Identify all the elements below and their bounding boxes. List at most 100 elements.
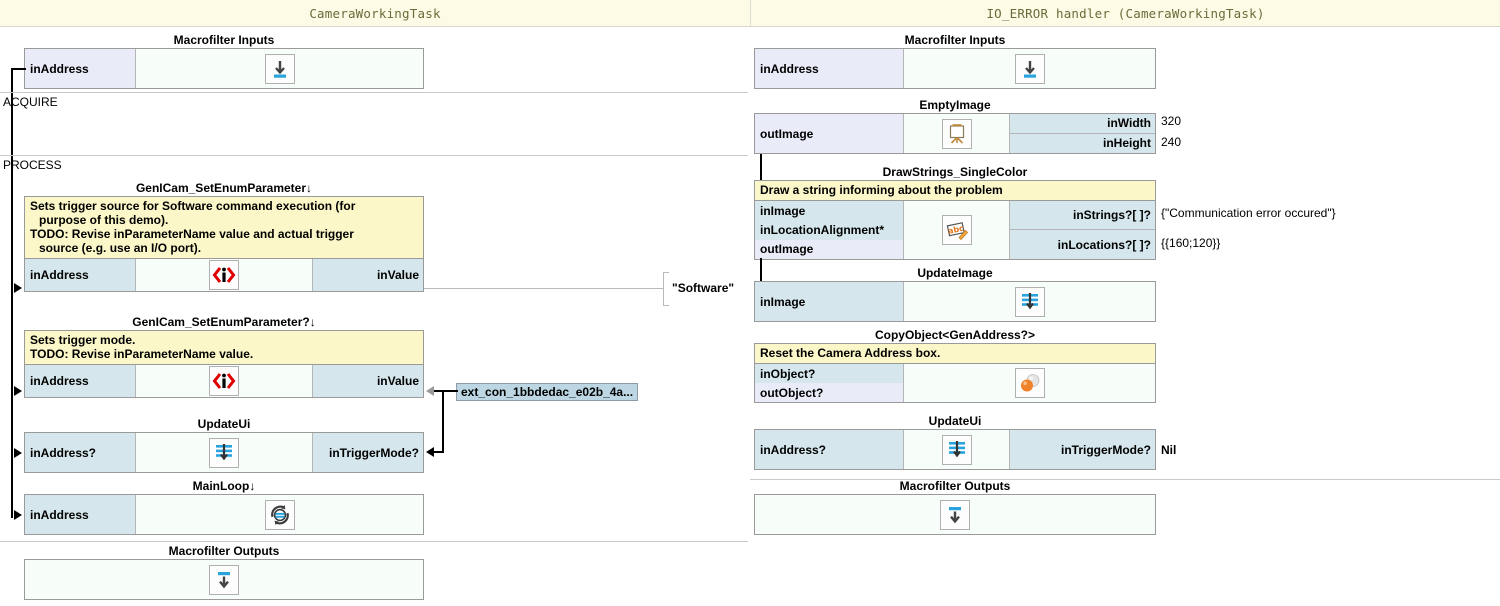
right-macrofilter-input-port-inaddress[interactable]: inAddress xyxy=(755,49,903,88)
panel-right-title: IO_ERROR handler (CameraWorkingTask) xyxy=(986,5,1265,21)
macrofilter-input-icon xyxy=(1014,53,1045,84)
macrofilter-output-icon xyxy=(940,499,970,530)
right-block-drawstrings-title: DrawStrings_SingleColor xyxy=(882,165,1028,179)
arrow-into-block-2 xyxy=(14,386,22,396)
left-block-1-port-invalue[interactable]: inValue xyxy=(313,259,423,291)
right-block-emptyimage[interactable]: EmptyImage outImage inWidth inHeight xyxy=(754,98,1156,154)
right-block-emptyimage-title: EmptyImage xyxy=(919,98,991,112)
right-macrofilter-inputs-block[interactable]: Macrofilter Inputs inAddress xyxy=(754,33,1156,89)
easel-icon xyxy=(941,118,972,149)
right-copyobject-port-outobject[interactable]: outObject? xyxy=(755,383,903,402)
right-updateui-port-intriggermode[interactable]: inTriggerMode? xyxy=(1010,430,1155,469)
right-block-updateui-title: UpdateUi xyxy=(928,414,982,428)
left-macrofilter-inputs-block[interactable]: Macrofilter Inputs inAddress xyxy=(24,33,424,89)
left-spine-stub-inputs xyxy=(11,68,26,70)
divider-outputs xyxy=(0,541,748,542)
right-drawstrings-value-instrings: {"Communication error occured"} xyxy=(1161,206,1336,220)
right-emptyimage-value-inwidth: 320 xyxy=(1161,114,1182,128)
update-image-icon xyxy=(1014,286,1045,317)
left-block-1-comment: Sets trigger source for Software command… xyxy=(24,196,424,258)
right-spine-draw-to-update xyxy=(760,258,762,286)
left-block-genicam-setenumparameter-1[interactable]: GenICam_SetEnumParameter↓ Sets trigger s… xyxy=(24,181,424,292)
macrofilter-panel-io-error-handler: IO_ERROR handler (CameraWorkingTask) Mac… xyxy=(750,0,1500,606)
left-macrofilter-outputs-block[interactable]: Macrofilter Outputs xyxy=(24,544,424,600)
genicam-enum-icon xyxy=(209,366,239,396)
update-ui-icon xyxy=(209,437,239,468)
left-block-2-port-inaddress[interactable]: inAddress xyxy=(25,365,135,397)
left-block-3-title: UpdateUi xyxy=(197,417,251,431)
right-drawstrings-port-instrings[interactable]: inStrings?[ ]? xyxy=(1010,201,1155,230)
expander-down-icon[interactable]: ↓ xyxy=(249,479,256,493)
right-block-copyobject[interactable]: CopyObject<GenAddress?> Reset the Camera… xyxy=(754,328,1156,403)
left-block-genicam-setenumparameter-2[interactable]: GenICam_SetEnumParameter?↓ Sets trigger … xyxy=(24,315,424,398)
genicam-enum-icon xyxy=(209,260,239,290)
left-block-2-title: GenICam_SetEnumParameter?↓ xyxy=(132,315,316,329)
macrofilter-output-icon xyxy=(209,564,239,595)
panel-left-title: CameraWorkingTask xyxy=(309,5,441,21)
right-block-updateimage-title: UpdateImage xyxy=(917,266,993,280)
right-emptyimage-port-inheight[interactable]: inHeight xyxy=(1010,133,1155,153)
left-block-1-port-inaddress[interactable]: inAddress xyxy=(25,259,135,291)
section-label-acquire: ACQUIRE xyxy=(3,95,58,109)
right-copyobject-comment: Reset the Camera Address box. xyxy=(754,343,1156,363)
panel-left-titlebar: CameraWorkingTask xyxy=(0,0,750,27)
right-block-updateui[interactable]: UpdateUi inAddress? inTriggerMode? xyxy=(754,414,1156,470)
left-block-updateui[interactable]: UpdateUi inAddress? inTriggerMode? xyxy=(24,417,424,473)
literal-software: "Software" xyxy=(672,281,735,295)
draw-text-icon: abc xyxy=(941,215,972,245)
main-loop-icon xyxy=(264,499,295,530)
arrow-into-block-3 xyxy=(14,448,22,458)
right-copyobject-port-inobject[interactable]: inObject? xyxy=(755,364,903,383)
left-block-3-port-intriggermode[interactable]: inTriggerMode? xyxy=(313,433,423,472)
left-block-2-port-invalue[interactable]: inValue xyxy=(313,365,423,397)
left-block-2-comment: Sets trigger mode. TODO: Revise inParame… xyxy=(24,330,424,364)
right-spine-empty-to-draw xyxy=(760,154,762,192)
right-emptyimage-port-inwidth[interactable]: inWidth xyxy=(1010,114,1155,134)
arrow-into-block-1 xyxy=(14,283,22,293)
right-divider-outputs xyxy=(750,479,1500,480)
right-macrofilter-outputs-title: Macrofilter Outputs xyxy=(899,479,1011,493)
arrow-into-intriggermode xyxy=(426,447,434,457)
right-drawstrings-port-inlocations[interactable]: inLocations?[ ]? xyxy=(1010,230,1155,259)
wire-software-literal xyxy=(424,288,664,289)
right-drawstrings-port-inlocationalignment[interactable]: inLocationAlignment* xyxy=(755,220,903,240)
wire-bracket xyxy=(663,272,669,306)
panel-right-titlebar: IO_ERROR handler (CameraWorkingTask) xyxy=(750,0,1500,27)
svg-text:abc: abc xyxy=(947,224,965,236)
right-block-drawstrings[interactable]: DrawStrings_SingleColor Draw a string in… xyxy=(754,165,1156,260)
left-macrofilter-inputs-title: Macrofilter Inputs xyxy=(173,33,275,47)
arrow-invalue-block-2 xyxy=(426,386,434,396)
macrofilter-panel-camera-working-task: CameraWorkingTask Macrofilter Inputs inA… xyxy=(0,0,750,600)
left-macrofilter-input-port-inaddress[interactable]: inAddress xyxy=(25,49,135,88)
right-block-copyobject-title: CopyObject<GenAddress?> xyxy=(874,328,1036,342)
update-ui-icon xyxy=(941,434,972,465)
section-label-process: PROCESS xyxy=(3,158,62,172)
right-drawstrings-port-outimage[interactable]: outImage xyxy=(755,239,903,259)
external-connector-label[interactable]: ext_con_1bbdedac_e02b_4a... xyxy=(456,383,639,401)
right-drawstrings-value-inlocations: {{160;120}} xyxy=(1161,236,1221,250)
right-drawstrings-port-inimage[interactable]: inImage xyxy=(755,201,903,221)
arrow-into-block-4 xyxy=(14,510,22,520)
expander-down-icon[interactable]: ↓ xyxy=(309,315,316,329)
right-updateimage-port-inimage[interactable]: inImage xyxy=(755,282,903,321)
wire-extcon-vertical xyxy=(442,390,444,452)
right-emptyimage-port-outimage[interactable]: outImage xyxy=(755,114,903,153)
right-updateui-port-inaddress[interactable]: inAddress? xyxy=(755,430,903,469)
right-emptyimage-value-inheight: 240 xyxy=(1161,135,1182,149)
right-macrofilter-inputs-title: Macrofilter Inputs xyxy=(904,33,1006,47)
right-macrofilter-outputs-block[interactable]: Macrofilter Outputs xyxy=(754,479,1156,535)
right-block-updateimage[interactable]: UpdateImage inImage xyxy=(754,266,1156,322)
copy-object-icon xyxy=(1014,368,1045,398)
left-block-4-title: MainLoop↓ xyxy=(192,479,256,493)
expander-down-icon[interactable]: ↓ xyxy=(306,181,313,195)
macrofilter-input-icon xyxy=(264,53,295,84)
left-block-4-port-inaddress[interactable]: inAddress xyxy=(25,495,135,534)
right-updateui-value-intriggermode: Nil xyxy=(1161,443,1177,457)
left-block-1-title: GenICam_SetEnumParameter↓ xyxy=(135,181,313,195)
left-block-3-port-inaddress[interactable]: inAddress? xyxy=(25,433,135,472)
wire-extcon-to-invalue xyxy=(434,390,458,392)
right-drawstrings-comment: Draw a string informing about the proble… xyxy=(754,180,1156,200)
divider-process xyxy=(0,155,748,156)
divider-acquire xyxy=(0,92,748,93)
left-block-mainloop[interactable]: MainLoop↓ inAddress xyxy=(24,479,424,535)
